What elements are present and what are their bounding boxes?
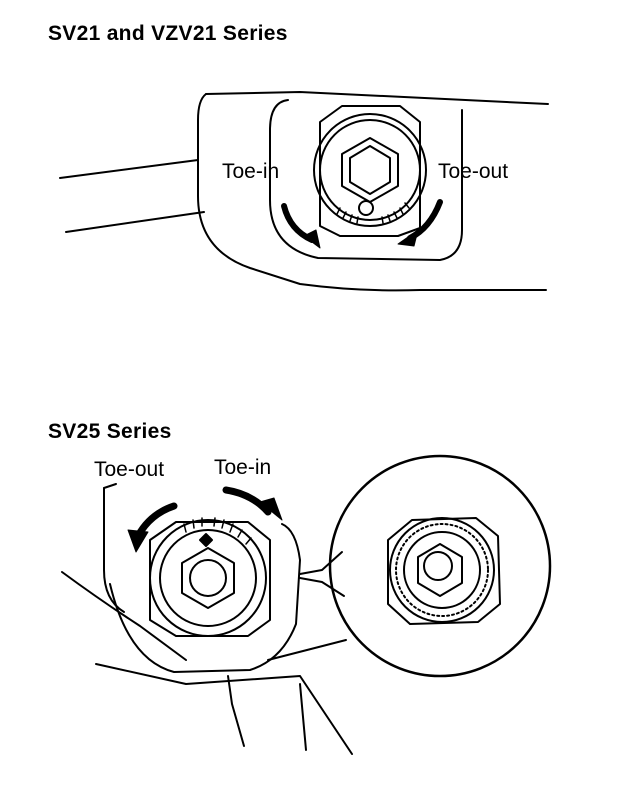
bottom-bracket	[109, 523, 301, 673]
magnified-bolt	[423, 551, 453, 581]
bottom-scale-ticks	[183, 517, 252, 545]
top-scale-ticks	[336, 202, 410, 224]
bottom-hex-nut	[181, 547, 235, 609]
top-hex-nut-inner	[349, 145, 391, 195]
bottom-bolt	[189, 559, 227, 597]
bottom-frame-left	[103, 487, 125, 613]
label-toe-in-bottom: Toe-in	[214, 456, 272, 479]
top-index-mark	[358, 200, 374, 216]
top-arrow-right-head	[397, 229, 419, 247]
section-title-sv25: SV25 Series	[48, 420, 172, 443]
bottom-cam-washer-inner	[159, 529, 257, 627]
bottom-frame-left-tick	[103, 483, 117, 489]
bottom-index-mark	[199, 533, 213, 547]
bottom-arm-mid	[227, 675, 245, 747]
bottom-arrow-right-head	[259, 497, 283, 521]
bottom-arrow-left-head	[127, 529, 149, 553]
callout-pointer	[299, 551, 343, 575]
magnified-hex-nut	[417, 543, 463, 597]
bottom-cam-washer	[149, 519, 267, 637]
magnified-scale-ring	[395, 523, 489, 617]
bottom-arm-right	[267, 639, 347, 661]
label-toe-in-top: Toe-in	[222, 160, 280, 183]
bottom-washer-plate	[149, 521, 271, 637]
top-recess	[269, 99, 463, 261]
magnified-cam-inner	[403, 531, 481, 609]
callout-pointer-lower	[299, 577, 345, 597]
top-arm-outline	[59, 159, 199, 179]
bottom-arm-side	[299, 683, 307, 751]
top-cam-washer	[313, 113, 427, 227]
bottom-arrow-right-body	[222, 486, 272, 516]
bottom-figure	[61, 454, 552, 755]
top-figure	[59, 91, 549, 292]
bottom-arm-lower	[95, 663, 353, 755]
magnified-cam-washer	[389, 517, 495, 623]
bottom-arm-upper	[61, 571, 187, 661]
top-arm-outline-lower	[65, 211, 205, 233]
label-toe-out-bottom: Toe-out	[94, 458, 165, 481]
section-title-sv21: SV21 and VZV21 Series	[48, 22, 288, 45]
magnified-view-circle	[328, 454, 552, 678]
top-bracket-top-edge	[205, 91, 549, 105]
top-bracket-body	[197, 93, 547, 292]
label-toe-out-top: Toe-out	[438, 160, 509, 183]
top-cam-washer-inner	[319, 119, 421, 221]
top-arrow-left-head	[303, 229, 321, 249]
